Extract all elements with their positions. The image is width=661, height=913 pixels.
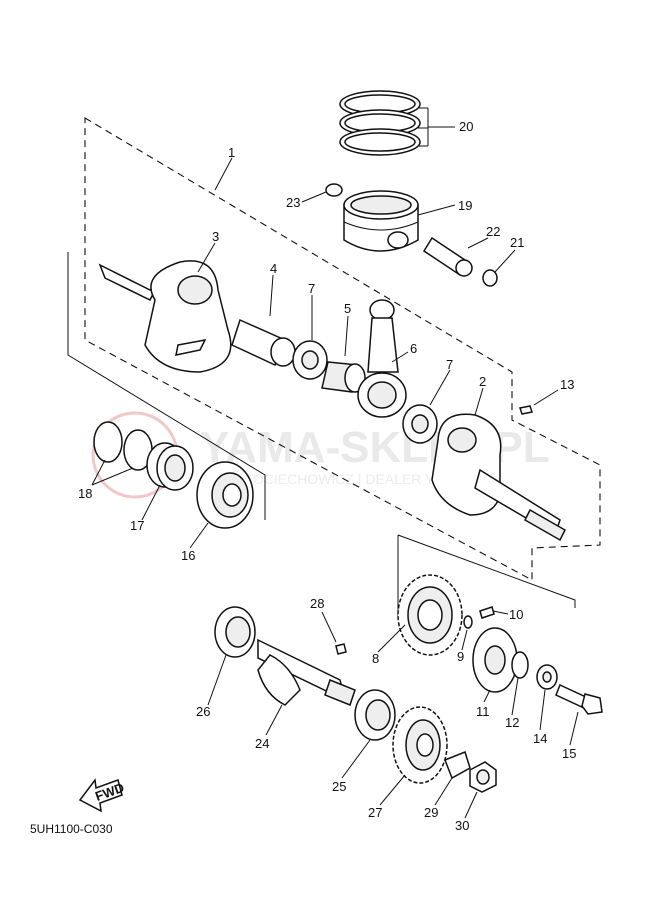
crank-web-left [98, 260, 232, 373]
callout-18: 18 [78, 486, 92, 501]
bearing-group-box [67, 252, 266, 520]
main-bearing-left [196, 461, 254, 529]
balancer-shaft [257, 638, 356, 706]
watermark-subtitle: MOTOCIECHOWICZ | DEALER YAMAHA [222, 471, 484, 487]
drive-group-box [397, 534, 576, 608]
callout-13: 13 [560, 377, 574, 392]
piston-rings [339, 90, 421, 156]
crank-web-right [431, 413, 566, 542]
callout-12: 12 [505, 715, 519, 730]
callout-1: 1 [228, 145, 235, 160]
circlip-left [325, 183, 343, 197]
callout-20: 20 [459, 119, 473, 134]
callout-25: 25 [332, 779, 346, 794]
balancer-key [335, 643, 347, 655]
callout-15: 15 [562, 746, 576, 761]
callout-22: 22 [486, 224, 500, 239]
needle-bearing [321, 361, 366, 393]
bolt [555, 683, 603, 715]
plate [472, 627, 518, 693]
callout-4: 4 [270, 261, 277, 276]
callout-19: 19 [458, 198, 472, 213]
callout-29: 29 [424, 805, 438, 820]
callout-14: 14 [533, 731, 547, 746]
connecting-rod [357, 299, 407, 418]
circlip-right [482, 269, 498, 287]
callout-17: 17 [130, 518, 144, 533]
callout-8: 8 [372, 651, 379, 666]
callout-labels: 1 2 3 4 5 6 7 7 8 9 10 11 12 13 14 15 16… [78, 119, 576, 833]
fwd-arrow-icon: FWD [78, 778, 126, 813]
piston-pin [422, 236, 473, 277]
callout-6: 6 [410, 341, 417, 356]
diagram-code: 5UH1100-C030 [30, 822, 113, 836]
spring [463, 615, 473, 629]
callout-5: 5 [344, 301, 351, 316]
callout-7b: 7 [446, 357, 453, 372]
thrust-washer-right [402, 404, 438, 444]
drive-gear [397, 574, 463, 656]
callout-26: 26 [196, 704, 210, 719]
leader-lines [91, 107, 579, 819]
assembly-dashed-outline [84, 117, 601, 581]
oil-seal [146, 442, 194, 491]
balancer-bearing-left [214, 606, 256, 658]
circlip [511, 651, 529, 679]
callout-7a: 7 [308, 281, 315, 296]
lock-washer [444, 751, 471, 780]
piston [343, 190, 419, 252]
dowel-pin [479, 606, 495, 619]
callout-30: 30 [455, 818, 469, 833]
woodruff-key [519, 405, 533, 415]
callout-28: 28 [310, 596, 324, 611]
fwd-label: FWD [93, 780, 126, 804]
thrust-washer-left [292, 340, 328, 380]
balancer-bearing-right [354, 689, 396, 741]
balancer-gear [392, 706, 448, 784]
callout-11: 11 [476, 704, 490, 719]
callout-23: 23 [286, 195, 300, 210]
washer [536, 664, 558, 690]
callout-21: 21 [510, 235, 524, 250]
crank-pin [231, 318, 296, 367]
callout-2: 2 [479, 374, 486, 389]
callout-16: 16 [181, 548, 195, 563]
nut [469, 761, 497, 793]
callout-3: 3 [212, 229, 219, 244]
callout-10: 10 [509, 607, 523, 622]
callout-24: 24 [255, 736, 269, 751]
callout-27: 27 [368, 805, 382, 820]
callout-9: 9 [457, 649, 464, 664]
o-rings [93, 421, 153, 471]
